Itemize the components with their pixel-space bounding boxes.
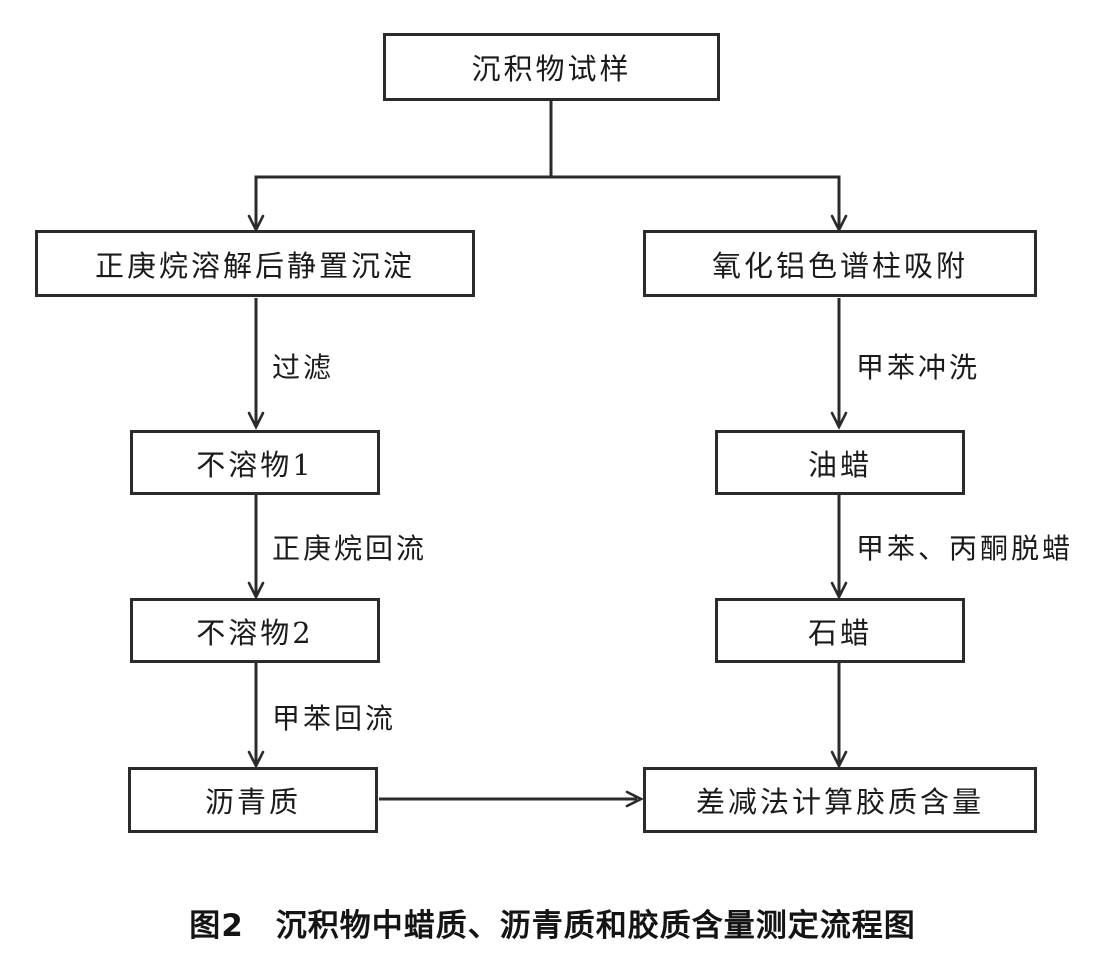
edge-label-toluene-wash: 甲苯冲洗 (856, 351, 981, 384)
figure-caption: 图2 沉积物中蜡质、沥青质和胶质含量测定流程图 (189, 908, 916, 944)
node-insoluble-2: 不溶物2 (130, 598, 380, 663)
node-alumina-column-adsorption: 氧化铝色谱柱吸附 (643, 230, 1037, 297)
node-sediment-sample: 沉积物试样 (383, 33, 720, 101)
arrowhead-down-paraffin (830, 581, 848, 600)
edge-label-toluene-reflux: 甲苯回流 (272, 702, 397, 735)
arrowheads (247, 214, 848, 808)
arrowhead-down-insoluble2 (247, 581, 265, 600)
edge-label-heptane-reflux: 正庚烷回流 (272, 532, 428, 565)
arrowhead-down-asphaltene (247, 750, 265, 769)
arrowhead-down-oilwax (830, 411, 848, 430)
node-oil-wax: 油蜡 (715, 430, 965, 495)
arrowhead-right-resincalc (625, 790, 644, 808)
connector-lines (254, 101, 841, 801)
edge-label-filter: 过滤 (272, 351, 335, 384)
arrowhead-down-resincalc (830, 750, 848, 769)
node-insoluble-1: 不溶物1 (130, 430, 380, 495)
node-paraffin-wax: 石蜡 (715, 598, 965, 663)
edge-split-bar (254, 175, 841, 228)
edge-label-toluene-acetone-dewax: 甲苯、丙酮脱蜡 (856, 532, 1074, 565)
node-asphaltene: 沥青质 (128, 767, 378, 833)
arrowhead-down-insoluble1 (247, 411, 265, 430)
node-resin-content-calc: 差减法计算胶质含量 (643, 767, 1037, 833)
node-heptane-dissolve-settle: 正庚烷溶解后静置沉淀 (35, 230, 475, 297)
